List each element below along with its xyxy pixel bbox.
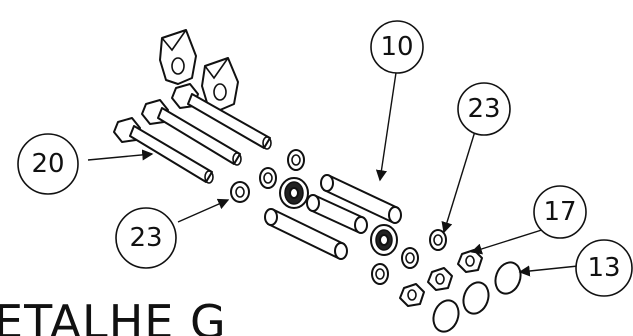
leader-23-top [441,127,477,234]
washer-a [230,181,250,203]
bolt-2 [141,99,242,166]
washer-e [371,263,389,285]
bearing-right [370,224,398,256]
balloon-17-label: 17 [543,197,576,227]
balloon-17: 17 [533,185,587,239]
nut-2 [427,267,453,291]
balloon-13: 13 [575,239,633,297]
bolt-3 [171,83,272,150]
balloon-23-left-label: 23 [129,223,162,253]
nut-3 [399,283,425,307]
balloon-20: 20 [17,133,79,195]
spacer-tube-2 [306,194,368,234]
balloon-23-top-label: 23 [467,94,500,124]
balloon-13-label: 13 [587,253,620,283]
cap-2 [462,281,490,315]
leader-10 [375,65,398,182]
spacer-tube-3 [264,208,348,260]
bracket-right [201,57,239,111]
bearing-left [279,177,309,209]
spacer-tube-1 [320,174,402,224]
leader-23-left [177,198,230,223]
detail-label: ETALHE G [0,295,227,336]
washer-f [429,229,447,251]
bolt-1 [113,117,214,184]
leader-20 [87,149,154,161]
cap-1 [494,261,522,295]
leader-17 [470,227,549,255]
washer-c [287,149,305,171]
washer-d [401,247,419,269]
cap-3 [432,299,460,333]
balloon-10: 10 [370,20,424,74]
balloon-23-left: 23 [115,207,177,269]
leader-13 [518,265,579,277]
bracket-left [159,29,197,85]
nut-1 [457,249,483,273]
balloon-10-label: 10 [380,32,413,62]
balloon-20-label: 20 [31,149,64,179]
balloon-23-top: 23 [457,82,511,136]
washer-b [259,167,277,189]
